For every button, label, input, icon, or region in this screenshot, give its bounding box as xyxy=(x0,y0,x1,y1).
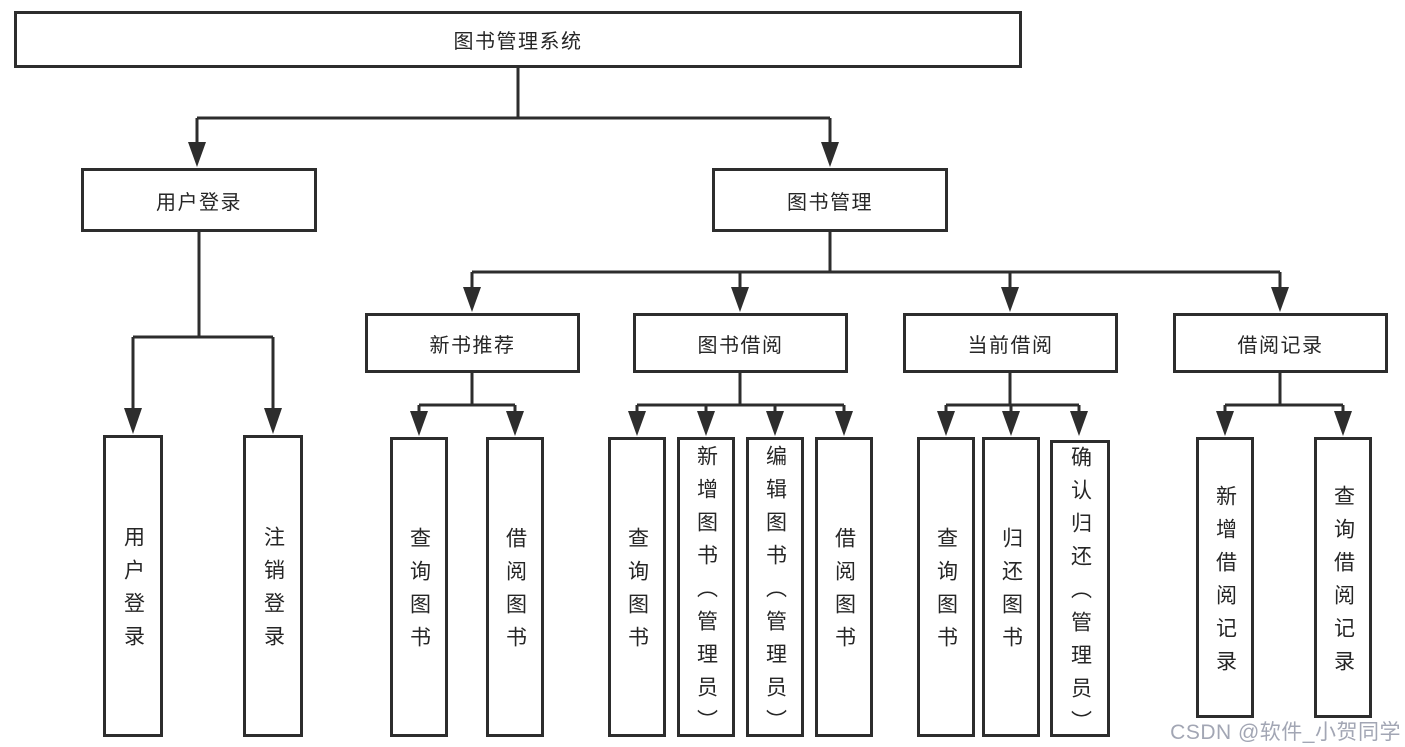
connector-userlogin-to-children xyxy=(124,232,282,434)
arrowhead xyxy=(1271,287,1289,312)
connector-borrowrecords-to-children xyxy=(1216,373,1352,436)
node-borrow-books-under-recommendation-label: 借阅图书 xyxy=(503,527,527,659)
connector-bookborrow-to-children xyxy=(628,373,853,436)
node-edit-books-admin: 编辑图书（管理员） xyxy=(746,437,804,742)
arrowhead xyxy=(124,408,142,434)
connector-bookmgmt-to-level3 xyxy=(463,232,1289,312)
node-user-login-action-label: 用户登录 xyxy=(121,526,145,658)
node-query-books-under-current: 查询图书 xyxy=(917,437,975,737)
arrowhead xyxy=(766,411,784,436)
node-query-borrow-record: 查询借阅记录 xyxy=(1314,437,1372,718)
node-book-management-label: 图书管理 xyxy=(787,191,873,214)
node-edit-books-admin-label: 编辑图书（管理员） xyxy=(763,444,787,742)
node-query-books-under-borrowing: 查询图书 xyxy=(608,437,666,737)
node-borrow-books-under-borrowing: 借阅图书 xyxy=(815,437,873,737)
arrowhead xyxy=(1334,411,1352,436)
node-book-borrowing: 图书借阅 xyxy=(633,313,848,373)
node-query-books-under-recommendation-label: 查询图书 xyxy=(407,527,431,659)
arrowhead xyxy=(264,408,282,434)
node-current-borrowing: 当前借阅 xyxy=(903,313,1118,373)
node-query-books-under-recommendation: 查询图书 xyxy=(390,437,448,737)
node-borrowing-records: 借阅记录 xyxy=(1173,313,1388,373)
node-logout-action-label: 注销登录 xyxy=(261,526,285,658)
node-add-books-admin: 新增图书（管理员） xyxy=(677,437,735,742)
arrowhead xyxy=(697,411,715,436)
node-logout-action: 注销登录 xyxy=(243,435,303,737)
node-query-books-under-current-label: 查询图书 xyxy=(934,527,958,659)
arrowhead xyxy=(506,411,524,436)
arrowhead xyxy=(1070,411,1088,436)
connector-root-to-level2 xyxy=(188,68,839,167)
watermark: CSDN @软件_小贺同学 xyxy=(1170,721,1401,744)
arrowhead xyxy=(628,411,646,436)
node-add-borrow-record: 新增借阅记录 xyxy=(1196,437,1254,718)
node-query-books-under-borrowing-label: 查询图书 xyxy=(625,527,649,659)
arrowhead xyxy=(410,411,428,436)
arrowhead xyxy=(1001,287,1019,312)
node-borrow-books-under-borrowing-label: 借阅图书 xyxy=(832,527,856,659)
arrowhead xyxy=(821,142,839,167)
node-current-borrowing-label: 当前借阅 xyxy=(967,334,1054,357)
arrowhead xyxy=(937,411,955,436)
node-book-management: 图书管理 xyxy=(712,168,948,232)
arrowhead xyxy=(731,287,749,312)
node-return-books-label: 归还图书 xyxy=(999,527,1023,659)
node-return-books: 归还图书 xyxy=(982,437,1040,737)
node-new-book-recommendation-label: 新书推荐 xyxy=(429,334,516,357)
node-confirm-return-admin: 确认归还（管理员） xyxy=(1050,440,1110,743)
node-book-borrowing-label: 图书借阅 xyxy=(697,334,784,357)
node-query-borrow-record-label: 查询借阅记录 xyxy=(1331,484,1355,683)
node-add-borrow-record-label: 新增借阅记录 xyxy=(1213,484,1237,683)
node-user-login-label: 用户登录 xyxy=(156,191,242,214)
node-add-books-admin-label: 新增图书（管理员） xyxy=(694,444,718,742)
connector-newbookrec-to-children xyxy=(410,373,524,436)
node-confirm-return-admin-label: 确认归还（管理员） xyxy=(1068,446,1092,743)
node-user-login: 用户登录 xyxy=(81,168,317,232)
node-user-login-action: 用户登录 xyxy=(103,435,163,737)
node-borrow-books-under-recommendation: 借阅图书 xyxy=(486,437,544,737)
arrowhead xyxy=(188,142,206,167)
arrowhead xyxy=(835,411,853,436)
node-borrowing-records-label: 借阅记录 xyxy=(1237,334,1324,357)
node-root: 图书管理系统 xyxy=(14,11,1022,68)
arrowhead xyxy=(1002,411,1020,436)
node-root-label: 图书管理系统 xyxy=(453,31,583,53)
node-new-book-recommendation: 新书推荐 xyxy=(365,313,580,373)
connector-currentborrow-to-children xyxy=(937,373,1088,436)
arrowhead xyxy=(1216,411,1234,436)
arrowhead xyxy=(463,287,481,312)
